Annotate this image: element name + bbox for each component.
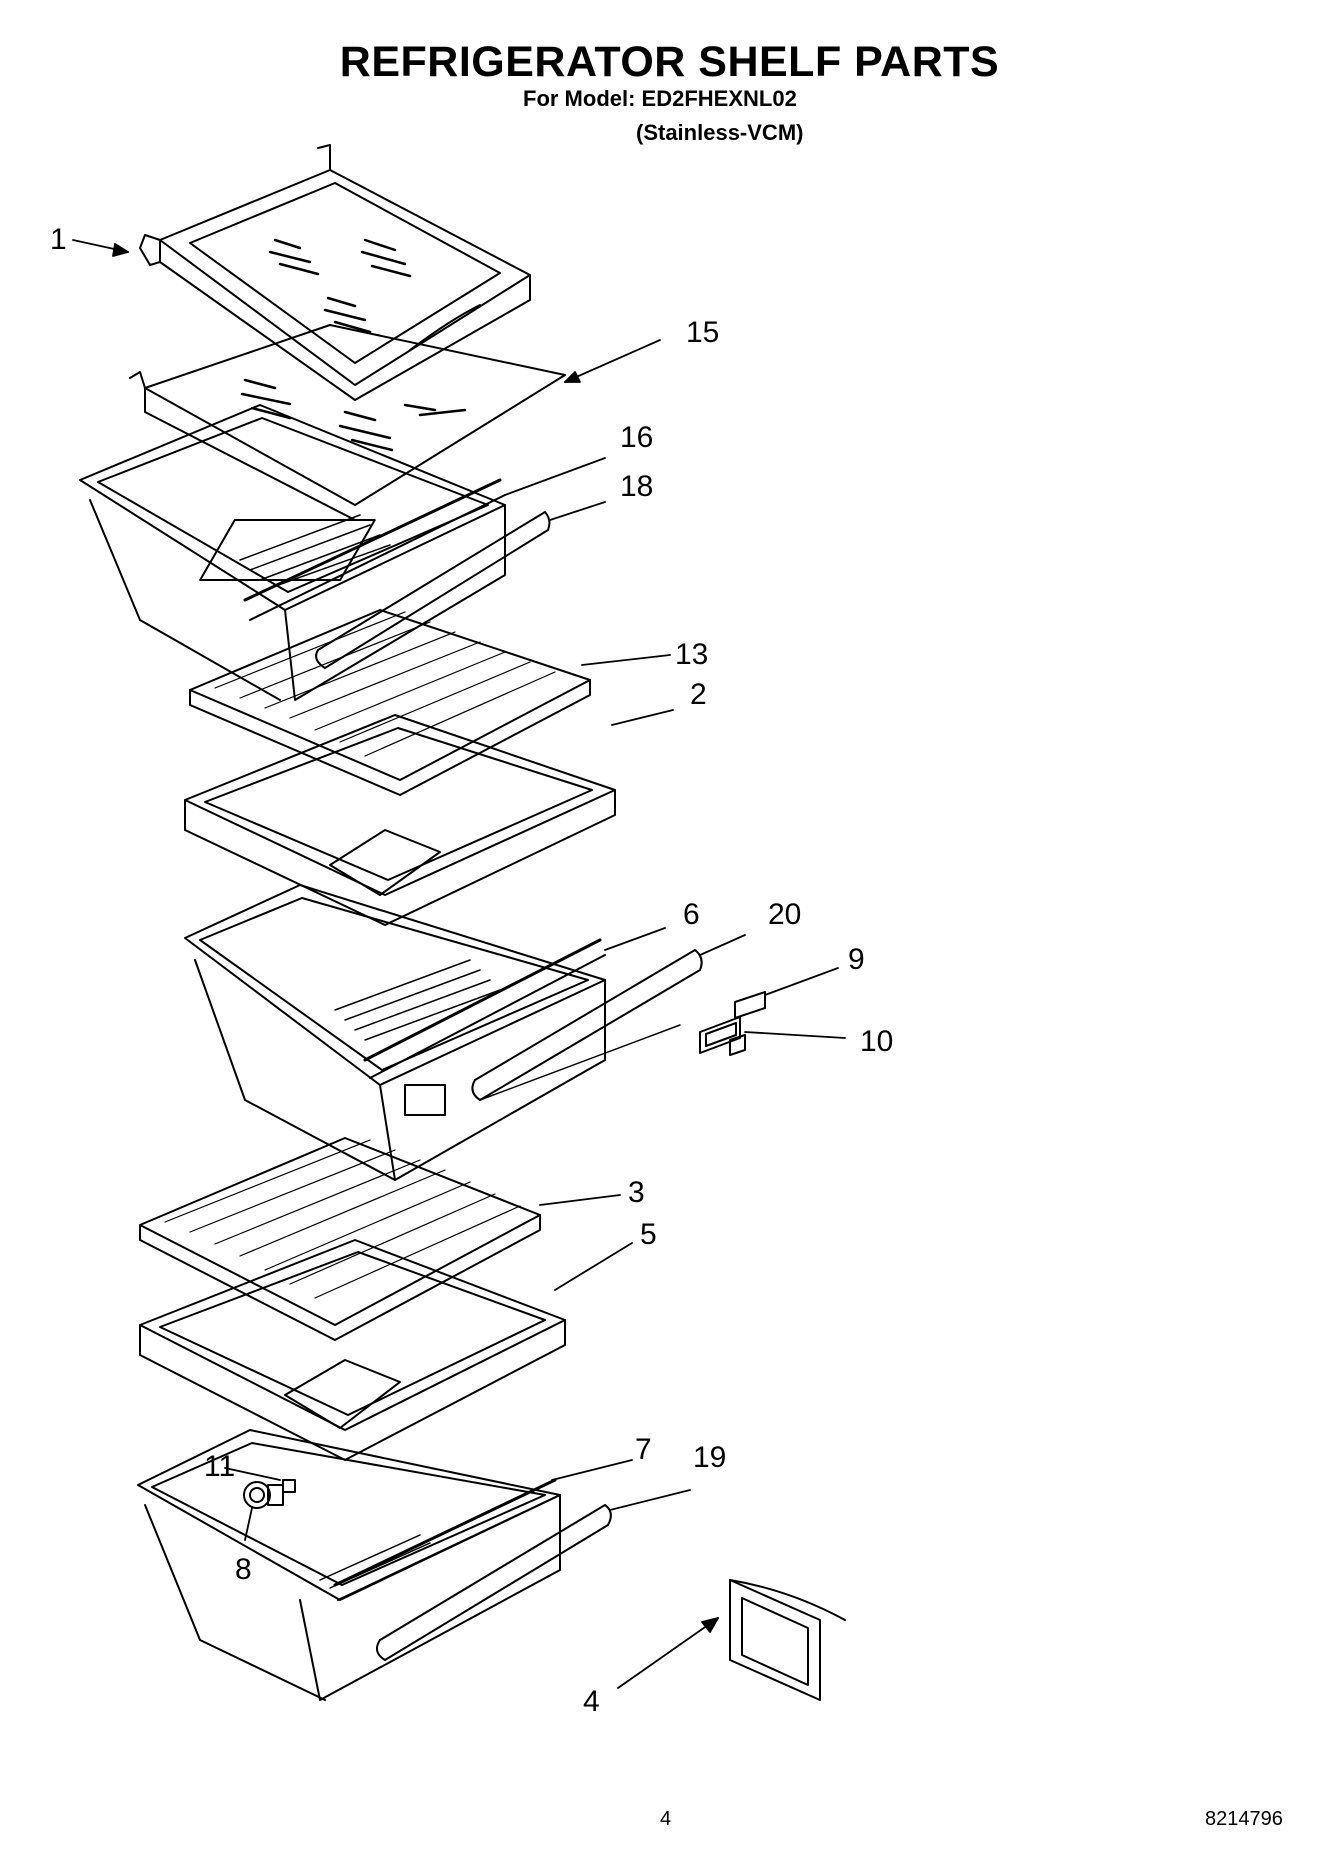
- part-6-middle-crisper-drawer: [185, 885, 605, 1180]
- part-8-knob: [244, 1482, 283, 1508]
- part-7-lower-crisper-drawer: [138, 1430, 560, 1700]
- callout-15: 15: [686, 316, 720, 349]
- part-18-handle: [316, 512, 549, 668]
- part-3-lower-crisper-glass: [140, 1138, 540, 1340]
- callout-20: 20: [768, 898, 802, 931]
- callout-18: 18: [620, 470, 654, 503]
- part-2-cover-frame: [185, 715, 615, 925]
- part-16-upper-crisper-drawer: [80, 405, 505, 700]
- part-15-glass: [130, 325, 565, 520]
- model-line: For Model: ED2FHEXNL02: [523, 86, 797, 111]
- callout-9: 9: [848, 943, 865, 976]
- callout-1: 1: [50, 223, 67, 256]
- part-20-handle: [472, 950, 701, 1100]
- callout-3: 3: [628, 1176, 645, 1209]
- leader-lines: [73, 240, 845, 1688]
- callout-5: 5: [640, 1218, 657, 1251]
- part-11-spacer: [283, 1480, 295, 1492]
- page-number: 4: [660, 1808, 672, 1830]
- callout-7: 7: [635, 1433, 652, 1466]
- part-19-handle: [377, 1505, 611, 1660]
- callout-16: 16: [620, 421, 654, 454]
- callout-13: 13: [675, 638, 709, 671]
- part-9-label-holder: [735, 992, 765, 1018]
- part-4-label-frame: [730, 1580, 845, 1700]
- document-number: 8214796: [1205, 1808, 1283, 1830]
- page-title: REFRIGERATOR SHELF PARTS: [339, 38, 1000, 86]
- callout-11: 11: [204, 1450, 236, 1483]
- callout-8: 8: [235, 1553, 252, 1586]
- callout-4: 4: [583, 1685, 600, 1718]
- callout-10: 10: [860, 1025, 894, 1058]
- finish-line: (Stainless-VCM): [636, 120, 804, 145]
- callout-19: 19: [693, 1441, 727, 1474]
- part-10-label: [700, 1017, 745, 1055]
- callout-2: 2: [690, 678, 707, 711]
- part-13-crisper-glass: [190, 610, 590, 795]
- part-1-top-shelf: [140, 145, 530, 400]
- callout-6: 6: [683, 898, 700, 931]
